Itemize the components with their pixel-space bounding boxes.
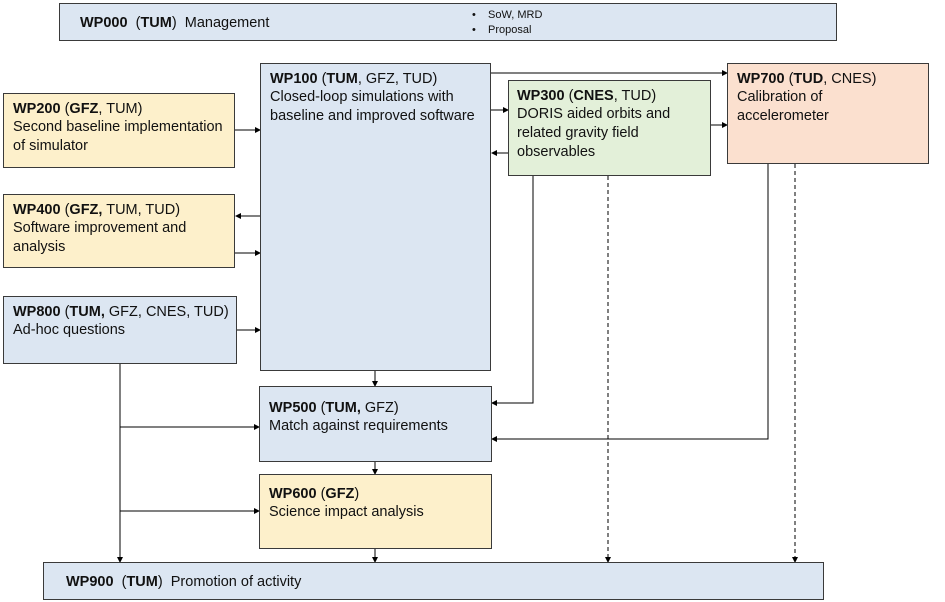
arrow-wp700-wp500 [491, 164, 769, 442]
wp100-box: WP100 (TUM, GFZ, TUD) Closed-loop simula… [260, 63, 491, 371]
wp100-desc: Closed-loop simulations with baseline an… [270, 89, 475, 124]
wp900-id: WP900 [66, 574, 114, 590]
wp200-box: WP200 (GFZ, TUM) Second baseline impleme… [3, 93, 235, 168]
wp800-title: WP800 (TUM, GFZ, CNES, TUD) [13, 304, 229, 320]
wp000-note-item: •SoW, MRD [472, 9, 543, 21]
wp000-name: Management [184, 15, 270, 31]
wp600-partners: ) [354, 486, 360, 502]
wp200-id: WP200 [13, 101, 61, 117]
wp500-partners: GFZ) [360, 400, 399, 416]
wp300-id: WP300 [517, 88, 565, 104]
wp400-partners: TUM, TUD) [102, 202, 181, 218]
wp400-id: WP400 [13, 202, 61, 218]
wp400-title: WP400 (GFZ, TUM, TUD) [13, 202, 181, 218]
wp900-title: WP900 (TUM) Promotion of activity [66, 574, 302, 590]
wp000-notes: •SoW, MRD •Proposal [472, 8, 542, 38]
wp000-box: WP000 (TUM) Management •SoW, MRD •Propos… [59, 3, 837, 41]
wp700-desc: Calibration of accelerometer [737, 89, 829, 124]
wp500-id: WP500 [269, 400, 317, 416]
wp200-lead: GFZ [69, 101, 99, 117]
wp000-title: WP000 (TUM) Management [80, 15, 270, 31]
wp300-title: WP300 (CNES, TUD) [517, 88, 657, 104]
wp600-title: WP600 (GFZ) [269, 486, 360, 502]
wp800-partners: GFZ, CNES, TUD) [104, 304, 229, 320]
wp100-partners: , GFZ, TUD) [357, 71, 438, 87]
wp700-box: WP700 (TUD, CNES) Calibration of acceler… [727, 63, 929, 164]
wp600-id: WP600 [269, 486, 317, 502]
wp600-lead: GFZ [325, 486, 355, 502]
wp400-lead: GFZ, [69, 202, 103, 218]
wp500-lead: TUM, [325, 400, 361, 416]
wp900-box: WP900 (TUM) Promotion of activity [43, 562, 824, 600]
wp100-title: WP100 (TUM, GFZ, TUD) [270, 71, 438, 87]
wp200-title: WP200 (GFZ, TUM) [13, 101, 143, 117]
wp000-id: WP000 [80, 15, 128, 31]
wp600-box: WP600 (GFZ) Science impact analysis [259, 474, 492, 549]
wp200-partners: , TUM) [98, 101, 143, 117]
wp500-desc: Match against requirements [269, 418, 448, 434]
wp500-title: WP500 (TUM, GFZ) [269, 400, 399, 416]
arrow-wp300-wp500 [491, 176, 534, 406]
wp000-note-text: SoW, MRD [488, 9, 543, 21]
wp000-note-item: •Proposal [472, 24, 532, 36]
wp900-lead: TUM [126, 574, 158, 590]
wp300-desc: DORIS aided orbits and related gravity f… [517, 106, 671, 160]
wp800-box: WP800 (TUM, GFZ, CNES, TUD) Ad-hoc quest… [3, 296, 237, 364]
wp000-lead: TUM [140, 15, 172, 31]
wp700-lead: TUD [793, 71, 824, 87]
wp300-lead: CNES [573, 88, 614, 104]
wp100-id: WP100 [270, 71, 318, 87]
wp700-title: WP700 (TUD, CNES) [737, 71, 877, 87]
wp800-lead: TUM, [69, 304, 105, 320]
wp500-box: WP500 (TUM, GFZ) Match against requireme… [259, 386, 492, 462]
wp900-name: Promotion of activity [170, 574, 302, 590]
wp300-box: WP300 (CNES, TUD) DORIS aided orbits and… [508, 80, 711, 176]
wp600-desc: Science impact analysis [269, 504, 424, 520]
wp800-id: WP800 [13, 304, 61, 320]
wp300-partners: , TUD) [613, 88, 657, 104]
wp800-desc: Ad-hoc questions [13, 322, 126, 338]
wp200-desc: Second baseline implementation of simula… [13, 119, 223, 154]
wp700-partners: , CNES) [823, 71, 877, 87]
wp700-id: WP700 [737, 71, 785, 87]
wp000-note-text: Proposal [488, 24, 532, 36]
wp400-desc: Software improvement and analysis [13, 220, 187, 255]
wp400-box: WP400 (GFZ, TUM, TUD) Software improveme… [3, 194, 235, 268]
wp100-lead: TUM [326, 71, 358, 87]
